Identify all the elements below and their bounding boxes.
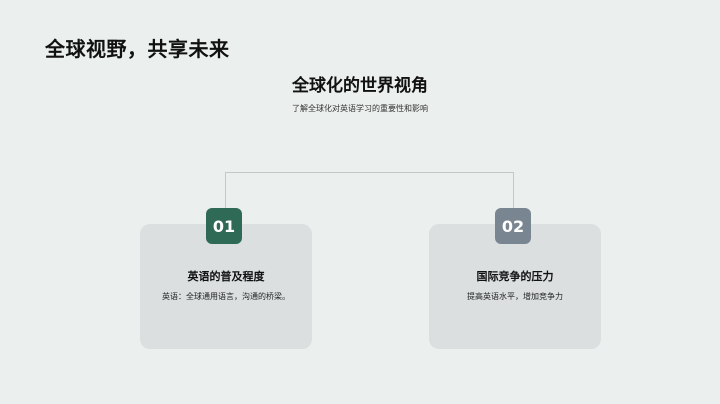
section-title: 全球化的世界视角	[292, 76, 428, 96]
slide-title: 全球视野，共享未来	[45, 37, 230, 61]
card-number-badge-1: 01	[206, 208, 242, 244]
card-number-badge-2: 02	[495, 208, 531, 244]
card-international-competition	[429, 224, 601, 349]
card-title-2: 国际竞争的压力	[476, 270, 554, 283]
connector-line	[225, 172, 514, 208]
card-description-1: 英语：全球通用语言，沟通的桥梁。	[162, 292, 290, 301]
card-description-2: 提高英语水平，增加竞争力	[467, 292, 563, 301]
card-english-popularity	[140, 224, 312, 349]
card-title-1: 英语的普及程度	[187, 270, 265, 283]
section-subtitle: 了解全球化对英语学习的重要性和影响	[292, 104, 428, 113]
